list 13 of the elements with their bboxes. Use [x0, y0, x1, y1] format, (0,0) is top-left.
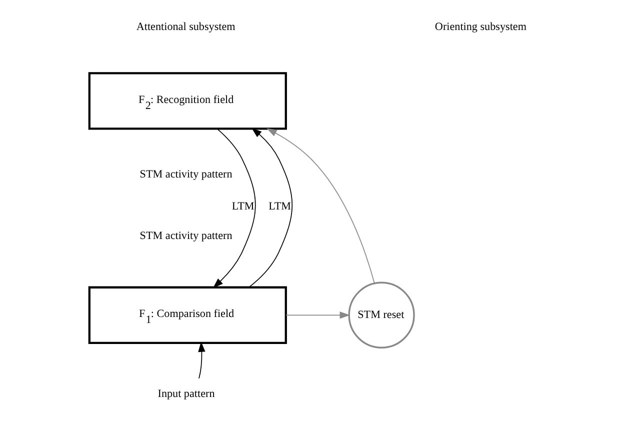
arrow	[198, 342, 205, 379]
label: STM activity pattern	[139, 168, 232, 181]
edge-label: LTM	[268, 200, 291, 213]
arrow	[285, 312, 350, 319]
arrow	[248, 128, 292, 288]
label: STM activity pattern	[139, 230, 232, 242]
edge-label: LTM	[231, 200, 254, 213]
node-circle: STM reset	[348, 282, 414, 348]
label: Attentional subsystem	[136, 20, 235, 33]
node-text: Input pattern	[157, 388, 214, 400]
label: Orienting subsystem	[434, 20, 526, 33]
arrow	[266, 128, 374, 284]
arrow	[212, 128, 256, 288]
